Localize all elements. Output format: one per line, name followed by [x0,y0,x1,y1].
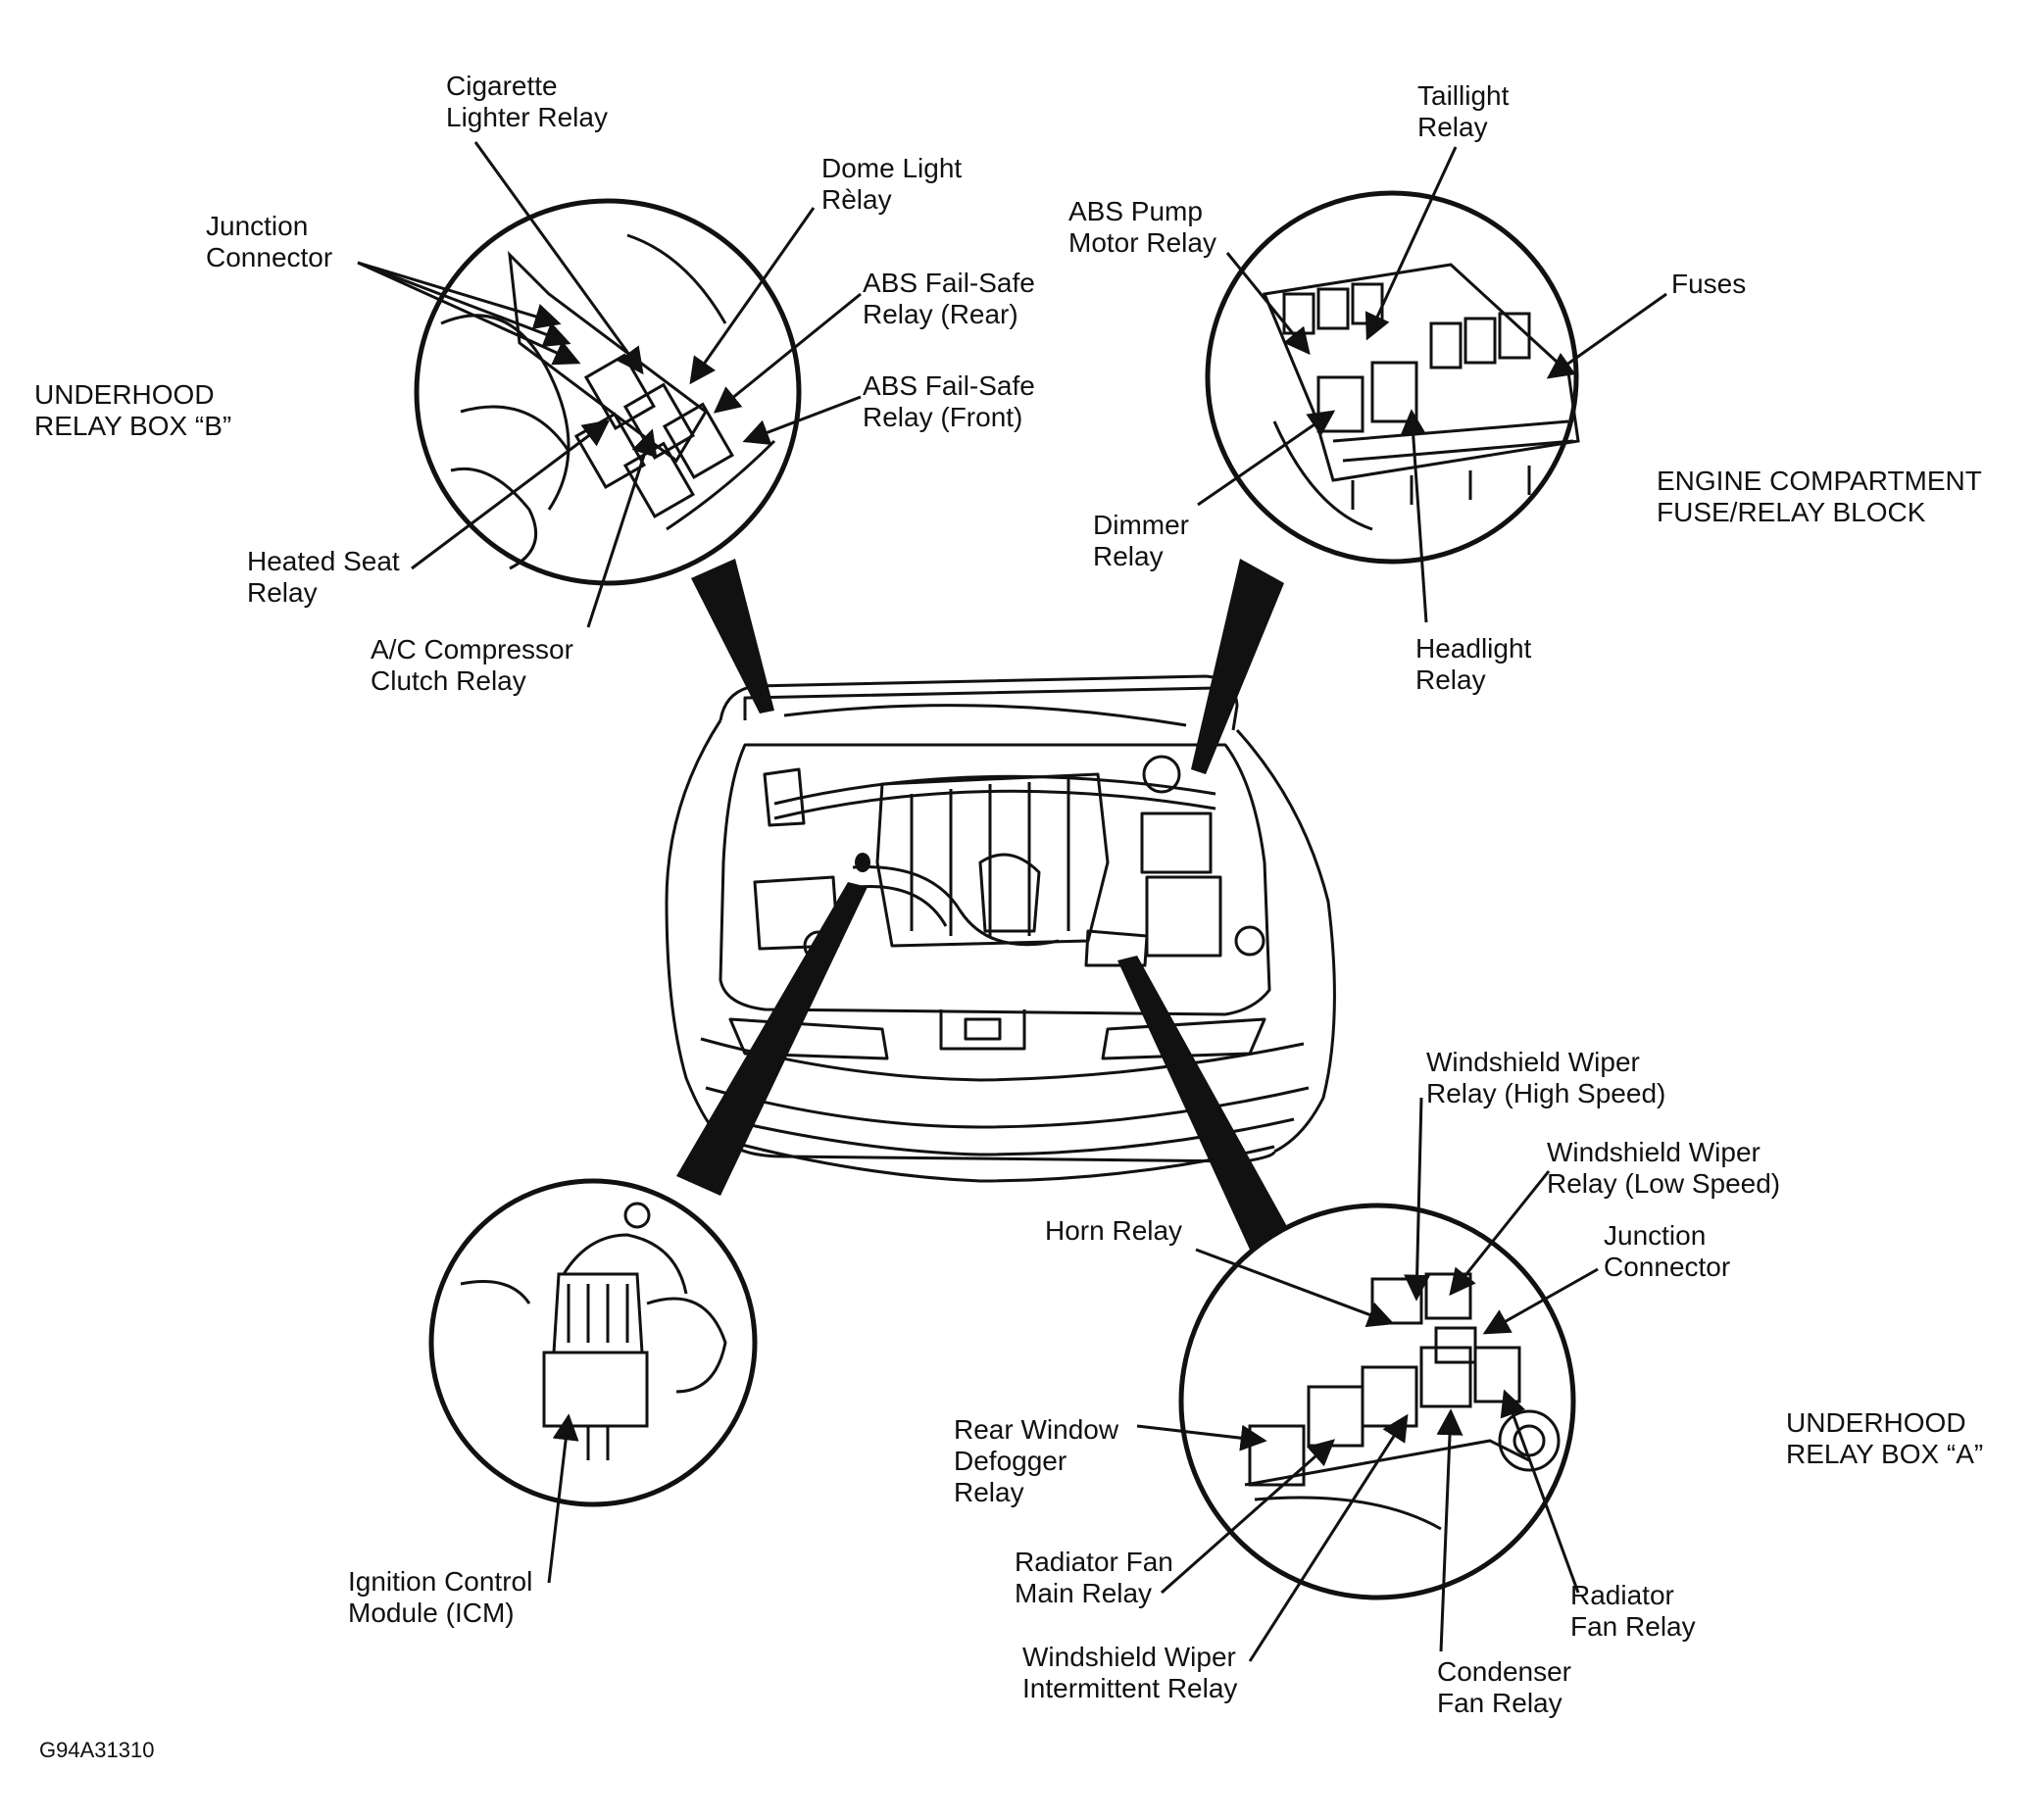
label-heated-seat-relay: Heated Seat Relay [247,546,400,608]
label-taillight-relay: Taillight Relay [1417,80,1510,142]
label-abs-failsafe-front: ABS Fail-Safe Relay (Front) [863,370,1035,432]
relay-box-b-detail [414,198,802,586]
label-junction-connector-b: Junction Connector [206,211,333,272]
label-abs-pump-motor-relay: ABS Pump Motor Relay [1068,196,1216,258]
label-dimmer-relay: Dimmer Relay [1093,510,1189,571]
relay-box-a-detail [1178,1203,1576,1600]
label-ignition-control-module: Ignition Control Module (ICM) [348,1566,533,1628]
label-condenser-fan-relay: Condenser Fan Relay [1437,1656,1571,1718]
label-fuses: Fuses [1671,269,1747,299]
engine-fuse-block-detail [1205,190,1580,565]
label-ac-compressor-clutch-relay: A/C Compressor Clutch Relay [371,634,573,696]
label-wiper-relay-high: Windshield Wiper Relay (High Speed) [1426,1047,1666,1108]
car-front-illustration [665,674,1336,1183]
label-radiator-fan-main-relay: Radiator Fan Main Relay [1015,1547,1173,1608]
leader-lines [357,141,1667,1662]
engine-compartment-title: ENGINE COMPARTMENT FUSE/RELAY BLOCK [1657,466,1982,527]
label-cigarette-lighter-relay: Cigarette Lighter Relay [446,71,608,132]
label-wiper-intermittent-relay: Windshield Wiper Intermittent Relay [1022,1642,1238,1703]
label-rear-window-defogger-relay: Rear Window Defogger Relay [954,1414,1119,1507]
label-junction-connector-a: Junction Connector [1604,1220,1731,1282]
label-radiator-fan-relay: Radiator Fan Relay [1570,1580,1696,1642]
label-dome-light-relay: Dome Light Rèlay [821,153,963,215]
label-headlight-relay: Headlight Relay [1415,633,1532,695]
relay-box-b-title: UNDERHOOD RELAY BOX “B” [34,379,232,441]
relay-box-a-title: UNDERHOOD RELAY BOX “A” [1786,1407,1984,1469]
figure-id: G94A31310 [39,1738,155,1762]
label-abs-failsafe-rear: ABS Fail-Safe Relay (Rear) [863,268,1035,329]
icm-detail [428,1178,758,1507]
icm-location-marker [855,853,870,872]
label-horn-relay: Horn Relay [1045,1215,1183,1246]
callout-wedges [676,559,1289,1250]
label-wiper-relay-low: Windshield Wiper Relay (Low Speed) [1547,1137,1781,1199]
